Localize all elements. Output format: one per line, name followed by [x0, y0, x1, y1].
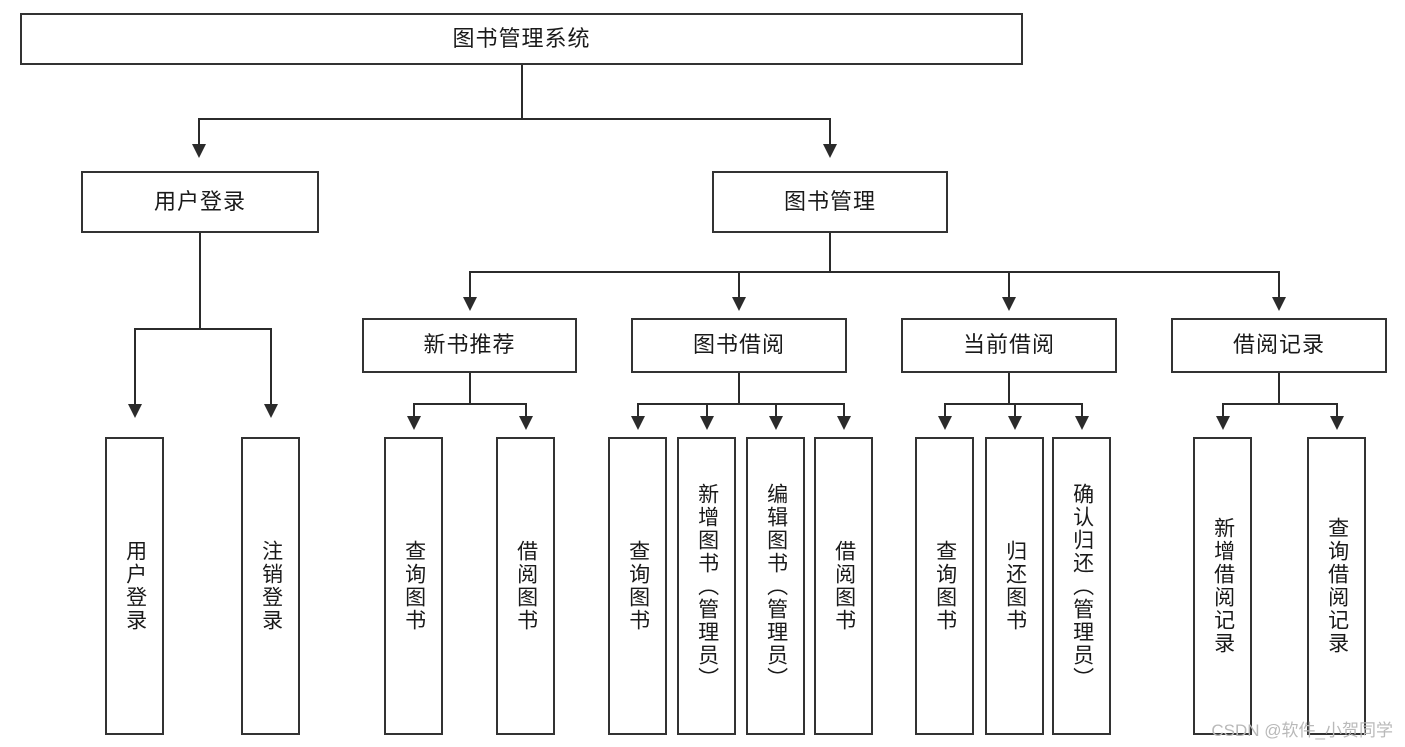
node-label: 当前借阅: [962, 332, 1055, 358]
edge-root-to-book-manage: [829, 118, 831, 144]
node-label: 归还图书: [1003, 540, 1027, 632]
node-label: 查询图书: [933, 540, 957, 632]
edge-book-borrow-to-leaf-3: [775, 403, 777, 416]
node-label: 用户登录: [123, 540, 147, 632]
edge-user-login-bus: [134, 328, 271, 330]
arrowhead-borrow-record: [1272, 297, 1286, 311]
node-book-manage[interactable]: 图书管理: [712, 171, 948, 233]
node-label: 注销登录: [259, 540, 283, 632]
edge-new-book-bus: [413, 403, 527, 405]
node-label: 借阅图书: [514, 540, 538, 632]
arrowhead-user-login-leaf-1: [128, 404, 142, 418]
arrowhead-root-to-book-manage: [823, 144, 837, 158]
arrowhead-root-to-user-login: [192, 144, 206, 158]
leaf-add-book-admin[interactable]: 新增图书（管理员）: [677, 437, 736, 735]
edge-current-borrow-to-leaf-2: [1014, 403, 1016, 416]
node-label: 用户登录: [153, 188, 246, 214]
leaf-borrow-book-borrow[interactable]: 借阅图书: [814, 437, 873, 735]
edge-book-manage-to-borrow-record: [1278, 271, 1280, 297]
edge-new-book-to-leaf-2: [525, 403, 527, 416]
node-root-system[interactable]: 图书管理系统: [20, 13, 1023, 65]
node-label: 借阅记录: [1232, 332, 1325, 358]
edge-book-borrow-to-leaf-1: [637, 403, 639, 416]
arrowhead-borrow-record-leaf-1: [1216, 416, 1230, 430]
arrowhead-new-book-leaf-1: [407, 416, 421, 430]
edge-user-login-to-leaf-1: [134, 328, 136, 404]
arrowhead-current-borrow: [1002, 297, 1016, 311]
edge-user-login-stem: [199, 233, 201, 328]
edge-book-manage-to-new-book: [469, 271, 471, 297]
arrowhead-current-borrow-leaf-1: [938, 416, 952, 430]
node-book-borrow[interactable]: 图书借阅: [631, 318, 847, 373]
node-label: 查询图书: [402, 540, 426, 632]
arrowhead-book-borrow-leaf-4: [837, 416, 851, 430]
leaf-edit-book-admin[interactable]: 编辑图书（管理员）: [746, 437, 805, 735]
edge-new-book-stem: [469, 373, 471, 403]
edge-book-borrow-stem: [738, 373, 740, 403]
edge-book-manage-bus: [469, 271, 1279, 273]
node-label: 图书借阅: [692, 332, 785, 358]
node-user-login[interactable]: 用户登录: [81, 171, 319, 233]
arrowhead-book-borrow-leaf-1: [631, 416, 645, 430]
leaf-return-book[interactable]: 归还图书: [985, 437, 1044, 735]
leaf-query-book-current[interactable]: 查询图书: [915, 437, 974, 735]
csdn-watermark: CSDN @软件_小贺同学: [1211, 721, 1393, 740]
arrowhead-user-login-leaf-2: [264, 404, 278, 418]
node-borrow-record[interactable]: 借阅记录: [1171, 318, 1387, 373]
edge-book-manage-stem: [829, 233, 831, 271]
node-label: 借阅图书: [832, 540, 856, 632]
arrowhead-borrow-record-leaf-2: [1330, 416, 1344, 430]
edge-borrow-record-to-leaf-1: [1222, 403, 1224, 416]
leaf-confirm-return-admin[interactable]: 确认归还（管理员）: [1052, 437, 1111, 735]
node-label: 图书管理系统: [452, 25, 591, 51]
node-label: 查询借阅记录: [1325, 517, 1349, 655]
edge-new-book-to-leaf-1: [413, 403, 415, 416]
edge-book-borrow-to-leaf-2: [706, 403, 708, 416]
edge-current-borrow-bus: [944, 403, 1082, 405]
edge-book-borrow-to-leaf-4: [843, 403, 845, 416]
edge-book-borrow-bus: [637, 403, 844, 405]
edge-current-borrow-stem: [1008, 373, 1010, 403]
node-label: 编辑图书（管理员）: [764, 482, 788, 690]
arrowhead-book-borrow-leaf-2: [700, 416, 714, 430]
edge-book-manage-to-book-borrow: [738, 271, 740, 297]
node-current-borrow[interactable]: 当前借阅: [901, 318, 1117, 373]
node-label: 新增图书（管理员）: [695, 482, 719, 690]
edge-current-borrow-to-leaf-3: [1081, 403, 1083, 416]
arrowhead-book-borrow-leaf-3: [769, 416, 783, 430]
node-label: 查询图书: [626, 540, 650, 632]
edge-root-bus: [198, 118, 830, 120]
leaf-user-login[interactable]: 用户登录: [105, 437, 164, 735]
edge-borrow-record-to-leaf-2: [1336, 403, 1338, 416]
arrowhead-new-book-leaf-2: [519, 416, 533, 430]
arrowhead-current-borrow-leaf-3: [1075, 416, 1089, 430]
arrowhead-new-book: [463, 297, 477, 311]
node-label: 新增借阅记录: [1211, 517, 1235, 655]
edge-user-login-to-leaf-2: [270, 328, 272, 404]
leaf-add-borrow-record[interactable]: 新增借阅记录: [1193, 437, 1252, 735]
leaf-query-book-borrow[interactable]: 查询图书: [608, 437, 667, 735]
node-label: 新书推荐: [423, 332, 516, 358]
leaf-user-logout[interactable]: 注销登录: [241, 437, 300, 735]
leaf-query-borrow-record[interactable]: 查询借阅记录: [1307, 437, 1366, 735]
edge-borrow-record-bus: [1222, 403, 1337, 405]
edge-borrow-record-stem: [1278, 373, 1280, 403]
leaf-borrow-book-recommend[interactable]: 借阅图书: [496, 437, 555, 735]
node-label: 确认归还（管理员）: [1070, 482, 1094, 690]
arrowhead-current-borrow-leaf-2: [1008, 416, 1022, 430]
edge-root-to-user-login: [198, 118, 200, 144]
edge-current-borrow-to-leaf-1: [944, 403, 946, 416]
node-label: 图书管理: [783, 188, 876, 214]
leaf-query-book-recommend[interactable]: 查询图书: [384, 437, 443, 735]
arrowhead-book-borrow: [732, 297, 746, 311]
edge-book-manage-to-current-borrow: [1008, 271, 1010, 297]
edge-root-stem: [521, 65, 523, 118]
node-new-book-recommend[interactable]: 新书推荐: [362, 318, 577, 373]
